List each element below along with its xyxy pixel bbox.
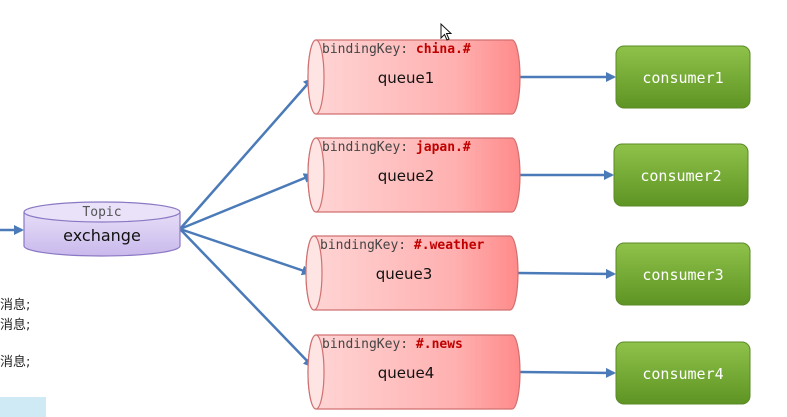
binding-key-prefix: bindingKey: — [320, 238, 414, 253]
exchange-to-queue-edges — [179, 77, 314, 368]
edge-exchange-queue-3 — [179, 227, 312, 276]
binding-key-value: #.news — [416, 337, 463, 352]
consumer-node-2[interactable]: consumer2 — [613, 143, 749, 207]
consumer-box — [615, 341, 751, 405]
queue-left-cap — [307, 39, 325, 115]
consumer-name: consumer4 — [642, 365, 723, 383]
consumer-box — [615, 45, 751, 109]
queue-node-2[interactable]: bindingKey: japan.# queue2 — [307, 137, 521, 213]
exchange-type-label: Topic — [82, 205, 121, 220]
queue-left-cap — [307, 137, 325, 213]
queue-binding-key: bindingKey: #.weather — [320, 238, 485, 253]
consumer-name: consumer3 — [642, 266, 723, 284]
consumer-node-4[interactable]: consumer4 — [615, 341, 751, 405]
mouse-cursor-icon — [440, 22, 453, 41]
binding-key-prefix: bindingKey: — [322, 140, 416, 155]
edge-exchange-queue-1 — [179, 77, 314, 230]
binding-key-value: china.# — [416, 42, 471, 57]
consumer-box — [615, 242, 751, 306]
consumer-box — [613, 143, 749, 207]
queue-binding-key: bindingKey: japan.# — [322, 140, 471, 155]
binding-key-prefix: bindingKey: — [322, 42, 416, 57]
consumer-node-1[interactable]: consumer1 — [615, 45, 751, 109]
queue-to-consumer-edges — [517, 72, 616, 378]
queue-left-cap — [305, 235, 323, 311]
binding-key-value: japan.# — [416, 140, 471, 155]
queue-name: queue2 — [378, 167, 435, 185]
queue-list: bindingKey: china.# queue1 bindingKey: jap… — [305, 39, 521, 410]
queue-binding-key: bindingKey: china.# — [322, 42, 471, 57]
side-note-1: 消息; — [0, 298, 31, 313]
queue-node-3[interactable]: bindingKey: #.weather queue3 — [305, 235, 519, 311]
queue-node-1[interactable]: bindingKey: china.# queue1 — [307, 39, 521, 115]
exchange-top — [23, 201, 181, 223]
queue-node-4[interactable]: bindingKey: #.news queue4 — [307, 334, 521, 410]
queue-name: queue4 — [378, 364, 435, 382]
queue-name: queue1 — [378, 69, 435, 87]
edge-exchange-queue-2 — [179, 173, 314, 231]
consumer-name: consumer2 — [640, 167, 721, 185]
exchange-body — [23, 212, 181, 257]
edge-queue-consumer-4 — [519, 367, 616, 378]
side-note-3: 消息; — [0, 355, 31, 370]
queue-binding-key: bindingKey: #.news — [322, 337, 463, 352]
binding-key-value: #.weather — [414, 238, 485, 253]
consumer-list: consumer1 consumer2 consumer3 consumer4 — [613, 45, 751, 405]
queue-name: queue3 — [376, 265, 433, 283]
binding-key-prefix: bindingKey: — [322, 337, 416, 352]
queue-left-cap — [307, 334, 325, 410]
consumer-name: consumer1 — [642, 69, 723, 87]
exchange-name: exchange — [63, 226, 141, 245]
consumer-node-3[interactable]: consumer3 — [615, 242, 751, 306]
exchange-node[interactable]: Topic exchange — [23, 201, 181, 257]
edge-exchange-queue-4 — [179, 228, 314, 368]
bottom-strip — [0, 397, 46, 417]
edge-queue-consumer-3 — [517, 268, 616, 279]
side-note-2: 消息; — [0, 318, 31, 333]
